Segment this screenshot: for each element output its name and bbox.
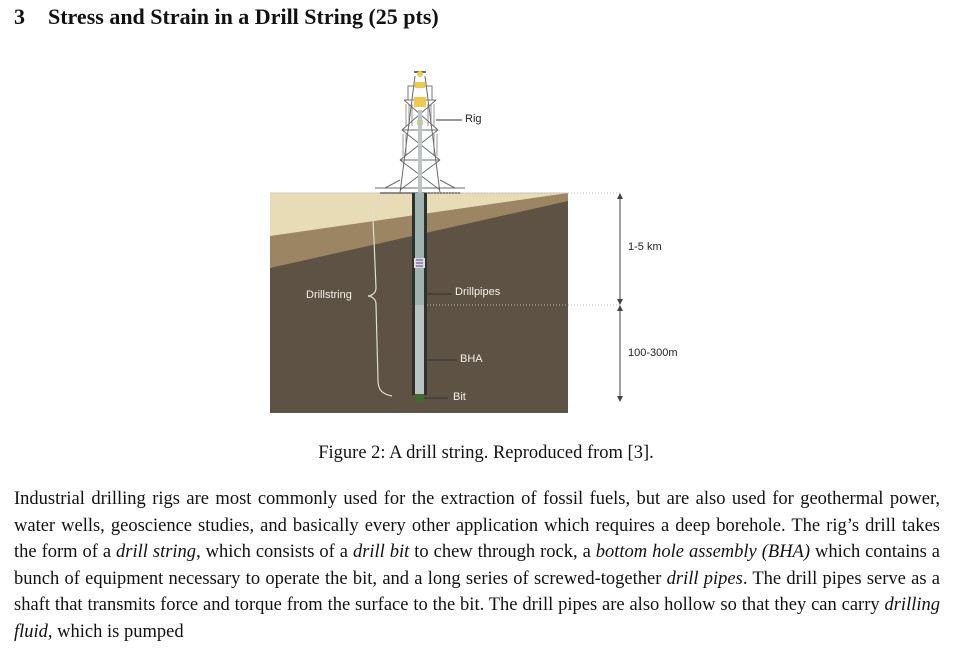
term-drill-bit: drill bit <box>352 542 410 562</box>
paragraph-text-5: . The drill pipes serve as a shaft that … <box>14 568 941 616</box>
term-drilling-fluid: drilling fluid <box>14 595 940 642</box>
depth-guides <box>427 192 620 306</box>
paragraph-text-3: to chew through rock, a <box>409 542 596 562</box>
drillstring-brace <box>367 195 393 397</box>
section-title: Stress and Strain in a Drill String (25 … <box>48 4 439 29</box>
depth-arrows <box>617 193 623 402</box>
drill-bit-shape <box>415 394 424 402</box>
depth-bha-label: 100-300m <box>628 347 678 359</box>
bha-label: BHA <box>460 353 483 365</box>
depth-pipes-label: 1-5 km <box>628 241 662 253</box>
drill-pipe <box>412 110 427 402</box>
paragraph-text-6: , which is pumped <box>47 621 184 642</box>
term-drill-pipes: drill pipes <box>666 568 743 589</box>
paragraph-text-1: Industrial drilling rigs are most common… <box>14 489 940 562</box>
figure-caption: Figure 2: A drill string. Reproduced fro… <box>318 443 654 463</box>
body-paragraph: Industrial drilling rigs are most common… <box>14 486 940 645</box>
leader-lines <box>424 119 462 399</box>
drill-string-figure: Rig Drillstring Drillpipes BHA Bit 1-5 k… <box>270 71 678 413</box>
section-heading: 3 Stress and Strain in a Drill String (25… <box>14 4 439 30</box>
paragraph-text-4: which contains a bunch of equipment nece… <box>14 542 940 589</box>
paragraph-text-2: , which consists of a <box>196 542 353 562</box>
rig-label: Rig <box>465 113 482 125</box>
drillstring-label: Drillstring <box>306 289 352 301</box>
bit-label: Bit <box>453 391 466 403</box>
drillpipes-label: Drillpipes <box>455 286 501 298</box>
drill-string-diagram <box>270 71 623 413</box>
term-bha: bottom hole assembly (BHA) <box>595 542 811 562</box>
term-drill-string: drill string <box>116 542 197 562</box>
section-number: 3 <box>14 4 25 29</box>
